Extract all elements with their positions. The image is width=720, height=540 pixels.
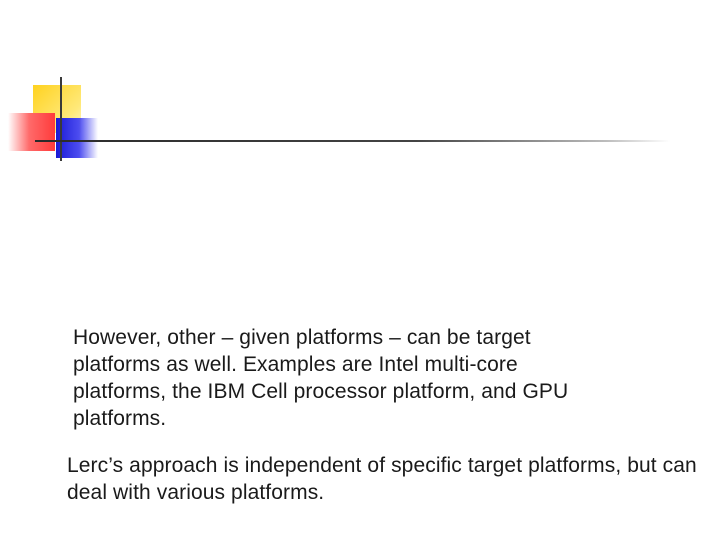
body-paragraph-lerc-approach: Lerc’s approach is independent of specif…: [67, 454, 697, 504]
title-underline-rule: [35, 140, 670, 142]
body-paragraph-platforms: However, other – given platforms – can b…: [73, 326, 569, 430]
red-square-decoration: [8, 113, 55, 151]
corner-logo-decoration: [0, 0, 720, 170]
vertical-rule: [60, 77, 62, 161]
blue-square-decoration: [56, 118, 98, 158]
